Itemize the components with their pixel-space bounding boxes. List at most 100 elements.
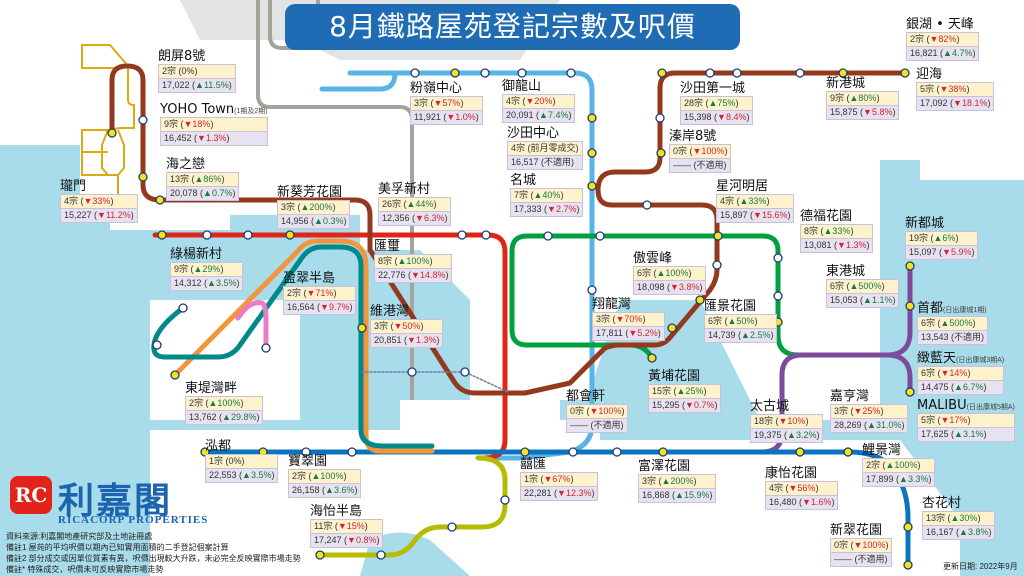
transaction-count: 5宗 (▼17%) — [917, 413, 1015, 427]
price-value: 15,227 — [64, 210, 92, 220]
count-change: ▲100% — [885, 460, 918, 470]
transaction-count: 18宗 (▼10%) — [750, 414, 824, 428]
price-value: 16,452 — [164, 133, 192, 143]
station-name-text: 綠楊新村 — [170, 247, 223, 262]
station-dot — [568, 447, 578, 457]
price-change: ▼1.3% — [197, 133, 227, 143]
count-value: 2宗 — [910, 34, 925, 44]
station-dot — [642, 200, 652, 210]
count-change: ▲100% — [397, 256, 430, 266]
station-dot — [905, 387, 915, 397]
transaction-count: 3宗 (▼50%) — [370, 319, 444, 333]
light-rail — [81, 44, 135, 196]
station-name: 新都城 — [905, 217, 978, 231]
station-dot — [481, 230, 491, 240]
line-disneyland — [235, 300, 269, 351]
transaction-count: 2宗 (0%) — [158, 64, 236, 78]
line-tung-chung — [172, 238, 435, 454]
transaction-count: 19宗 (▲6%) — [905, 231, 979, 245]
transaction-count: 5宗 (▼38%) — [916, 82, 995, 96]
price-value: 22,553 — [209, 470, 237, 480]
station-dot — [138, 115, 148, 125]
transaction-count: 2宗 (▲100%) — [288, 469, 362, 483]
transaction-count: 3宗 (▼70%) — [592, 312, 665, 326]
price-value: —— — [834, 554, 852, 564]
count-change: ▲6% — [933, 233, 956, 243]
station-name: 東堤灣畔 — [185, 382, 263, 396]
price-per-sqft: 15,398 (▼8.4%) — [680, 110, 754, 125]
station-card: 首都(日出康城1期)6宗 (▲500%)13,543 (不適用) — [917, 302, 989, 345]
price-value: 13,762 — [189, 412, 217, 422]
line-south-island — [317, 455, 508, 558]
transaction-count: 0宗 (▼100%) — [830, 538, 893, 552]
count-change: ▲33% — [823, 226, 851, 236]
station-dot — [658, 447, 668, 457]
price-per-sqft: 13,543 (不適用) — [917, 330, 989, 345]
price-value: 16,480 — [769, 497, 797, 507]
count-value: 19宗 — [909, 233, 929, 243]
transaction-count: 28宗 (▲75%) — [680, 96, 754, 110]
station-dot — [566, 68, 576, 78]
line-tuen-ma — [109, 63, 908, 396]
station-dot — [152, 340, 162, 350]
transaction-count: 2宗 (▲100%) — [862, 458, 936, 472]
price-per-sqft: 17,333 (▼2.7%) — [510, 202, 584, 217]
price-value: 11,921 — [414, 112, 441, 122]
page-title: 8月鐵路屋苑登記宗數及呎價 — [285, 4, 740, 50]
price-per-sqft: 15,097 (▼5.9%) — [905, 245, 979, 260]
station-subname: (日出康城5期A) — [966, 404, 1015, 411]
station-name-text: 都會軒 — [566, 389, 606, 404]
logo-chinese-name: 利嘉閣 — [58, 480, 173, 522]
price-per-sqft: 15,897 (▼15.6%) — [716, 208, 795, 223]
price-value: 14,475 — [921, 382, 949, 392]
station-name-text: 傲雲峰 — [633, 251, 673, 266]
station-name-text: 御龍山 — [502, 79, 542, 94]
count-change: ▼57% — [433, 98, 461, 108]
station-dot — [587, 113, 597, 123]
price-change: ▼0.7% — [685, 400, 715, 410]
price-value: 13,081 — [804, 240, 832, 250]
price-value: 22,281 — [524, 488, 552, 498]
station-name-text: 名城 — [510, 173, 537, 188]
count-value: 7宗 — [514, 190, 529, 200]
transaction-count: 3宗 (▲200%) — [638, 474, 717, 488]
transaction-count: 4宗 (▼56%) — [765, 481, 839, 495]
station-name: 嘉亨灣 — [830, 390, 908, 404]
count-change: ▼56% — [788, 483, 816, 493]
count-change: ▼14% — [940, 368, 968, 378]
price-change: ▲0.3% — [314, 216, 344, 226]
station-name: 銀湖 • 天峰 — [906, 18, 979, 32]
station-dot — [795, 68, 805, 78]
transaction-count: 9宗 (▼18%) — [160, 117, 268, 131]
price-change: 不適用 — [696, 160, 724, 170]
count-value: 4宗 — [506, 96, 521, 106]
station-name: MALIBU(日出康城5期A) — [917, 399, 1015, 413]
price-change: ▼14.8% — [411, 270, 446, 280]
count-change: ▲44% — [406, 199, 434, 209]
station-dot — [712, 260, 722, 270]
station-dot — [795, 447, 805, 457]
transaction-count: 0宗 (▼100%) — [566, 404, 629, 418]
count-value: 3宗 — [281, 202, 296, 212]
price-per-sqft: 28,269 (▲31.0%) — [830, 418, 909, 433]
station-dot — [460, 367, 470, 377]
station-dot — [657, 68, 667, 78]
station-card: MALIBU(日出康城5期A)5宗 (▼17%)17,625 (▲3.1%) — [917, 399, 1015, 442]
price-change: 不適用 — [857, 554, 885, 564]
count-change: 前月零成交 — [530, 143, 576, 153]
price-change: ▲15.9% — [675, 490, 710, 500]
station-subname: (1期及2期) — [234, 108, 268, 115]
station-name-text: 東港城 — [826, 264, 866, 279]
count-value: 2宗 — [292, 471, 307, 481]
station-name-text: 瓏門 — [60, 179, 87, 194]
rc-logo-icon: RC — [10, 476, 52, 514]
price-value: 17,811 — [596, 328, 623, 338]
station-name-text: 美孚新村 — [378, 182, 431, 197]
price-per-sqft: 12,356 (▼6.3%) — [378, 211, 452, 226]
